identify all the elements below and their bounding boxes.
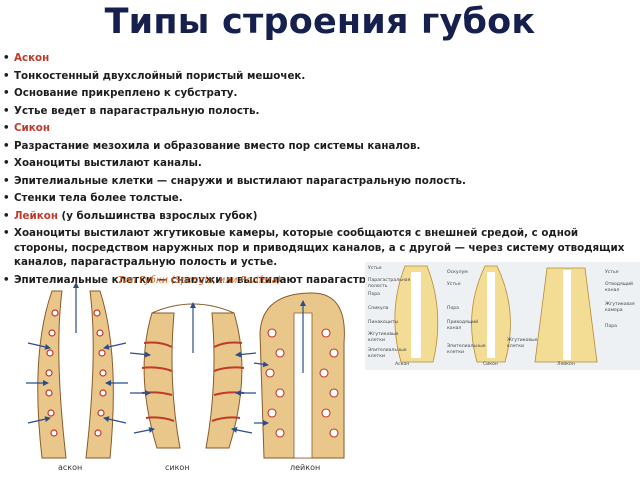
bullet-heading-ascon: Аскон [3,51,635,66]
label-osculum: Оскулум [447,270,468,275]
label-cells-2: клетки [368,354,385,359]
label-flagellar: Жгутиковые [368,332,399,337]
leucon-keyword: Лейкон [14,209,58,222]
bullet-item: Разрастание мезохила и образование вмест… [3,139,635,154]
bullet-item: Стенки тела более толстые. [3,191,635,206]
caption-sycon-right: Сикон [483,362,498,367]
label-pore-2: Пора [447,306,459,311]
label-excurrent: Отводящий [605,282,634,287]
label-pore: Пора [368,292,380,297]
label-pinacocytes: Пинакоциты [368,320,399,325]
bullet-item: Устье ведет в парагастральную полость. [3,104,635,119]
leucon-diagram [253,292,345,459]
sycon-diagram [129,302,257,449]
label-cells: клетки [368,338,385,343]
label-canal: канал [447,326,462,331]
labeled-sections-drawing [394,265,598,363]
label-cells-4: клетки [507,344,524,349]
leucon-note: (у большинства взрослых губок) [57,209,258,222]
ascon-diagram [26,282,128,459]
bullet-item: Тонкостенный двухслойный пористый мешоче… [3,69,635,84]
bullet-list: Аскон Тонкостенный двухслойный пористый … [3,51,635,283]
caption-leucon-right: Лейкон [557,362,575,367]
label-pore-3: Пора [605,324,617,329]
caption-sycon: сикон [165,463,190,472]
label-ustie-3: Устье [605,270,619,275]
sponge-types-figure [26,282,345,459]
label-cavity: полость [368,284,388,289]
bullet-item: Эпителиальные клетки — снаружи и выстила… [3,174,635,189]
caption-ascon: аскон [58,463,83,472]
bullet-item: Хоаноциты выстилают жгутиковые камеры, к… [3,226,635,270]
bullet-heading-leucon: Лейкон (у большинства взрослых губок) [3,209,635,224]
label-epithelial: Эпителиальные [368,348,407,353]
bullet-item: Основание прикреплено к субстрату. [3,86,635,101]
bullet-heading-sycon: Сикон [3,121,635,136]
bullet-item: Хоаноциты выстилают каналы. [3,156,635,171]
label-ustie-2: Устье [447,282,461,287]
label-epithelial-2: Эпителиальные [447,344,486,349]
caption-ascon-right: Аскон [395,362,410,367]
labeled-sections-figure: Устье Парагастральная полость Пора Спику… [365,262,640,370]
label-spicule: Спикула [368,306,389,311]
label-cells-3: клетки [447,350,464,355]
bullet-item-clipped: Эпителиальные клетки — снаружи и выстила… [3,273,635,283]
slide-title: Типы строения губок [104,2,536,42]
label-chamber-2: камера [605,308,623,313]
label-ustie: Устье [368,266,382,271]
label-flagellar-2: Жгутиковые [507,338,538,343]
label-paragastral: Парагастральная [368,278,411,283]
label-chamber: Жгутиковая [605,302,635,307]
figure-title: Тип Губки (Spongia, или Porifera) [118,275,282,286]
caption-leucon: лейкон [290,463,321,472]
label-canal-2: канал [605,288,620,293]
label-incurrent: Приводящий [447,320,479,325]
